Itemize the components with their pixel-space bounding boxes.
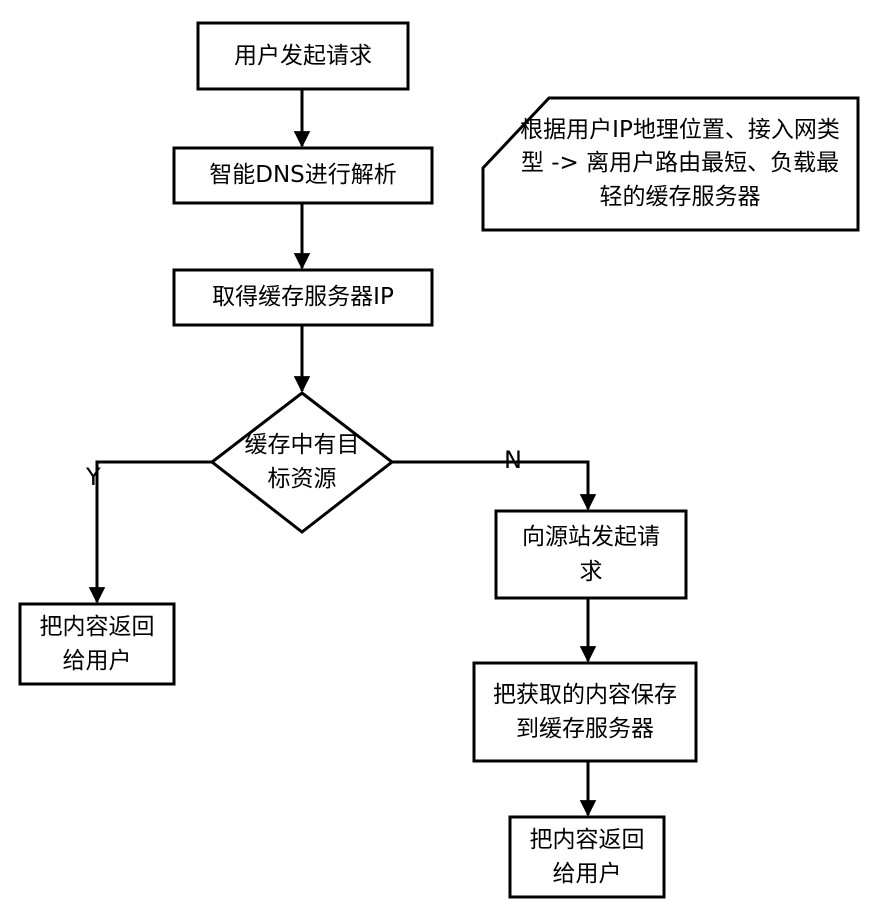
save-label: 把获取的内容保存到缓存服务器 (493, 681, 677, 743)
return-n-label: 把内容返回给用户 (529, 826, 645, 888)
return-y-label: 把内容返回给用户 (39, 613, 155, 675)
no-label: N (504, 446, 522, 474)
start-box (196, 21, 410, 91)
decision-label: 缓存中有目标资源 (244, 431, 360, 493)
edge-decision-no (392, 460, 597, 511)
save-box (472, 661, 698, 763)
return-n-box (508, 815, 666, 899)
start-label: 用户发起请求 (234, 42, 372, 69)
origin-box (494, 509, 688, 600)
cache-ip-label: 取得缓存服务器IP (212, 284, 394, 311)
note-label: 根据用户IP地理位置、接入网类型 -> 离用户路由最短、负载最轻的缓存服务器 (520, 116, 840, 210)
return-y-box (18, 602, 176, 686)
edge-decision-yes (88, 460, 212, 604)
dns-label: 智能DNS进行解析 (209, 162, 397, 189)
origin-label: 向源站发起请求 (522, 524, 660, 585)
dns-box (172, 146, 434, 205)
note-shape (481, 96, 860, 232)
decision-diamond (209, 391, 395, 534)
yes-label: Y (86, 463, 101, 491)
